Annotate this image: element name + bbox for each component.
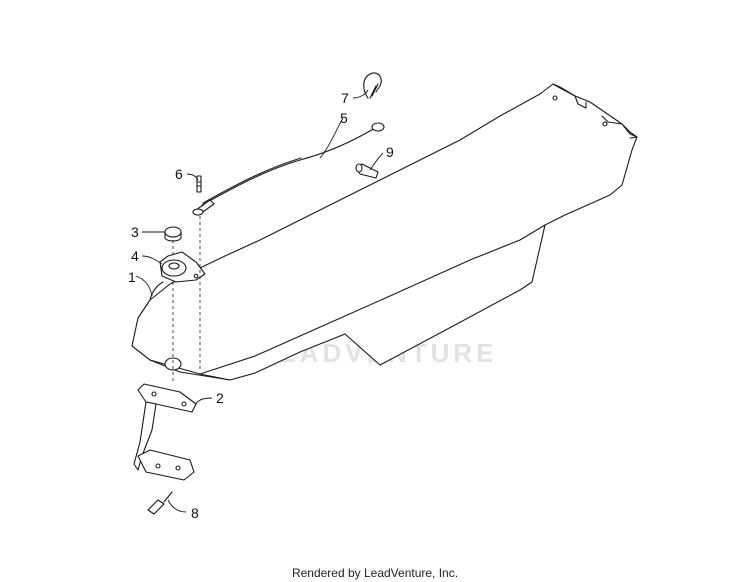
rivet-body [147,499,165,515]
tab-hole-1 [552,95,558,101]
grommet-top [164,226,182,238]
mount-bracket-upright [133,401,157,471]
skid-plate-fold [149,224,546,381]
r-clip-loop [363,72,382,99]
leader-4 [141,255,163,265]
mounting-cup-hole [168,262,180,270]
leader-8 [167,499,187,513]
mount-bracket-foot [137,449,195,481]
leader-5 [319,117,344,159]
skid-plate-tab-2 [601,115,638,139]
skid-plate-tab-1 [552,83,587,109]
rivet [147,491,173,515]
lock-pin [196,175,202,193]
callout-1: 1 [128,269,136,285]
bracket-hole-2 [181,401,187,407]
tab-hole-2 [602,121,608,127]
callout-2: 2 [216,390,224,406]
callout-6: 6 [175,166,183,182]
tether-cable [192,122,385,216]
leader-lines [135,89,384,513]
skid-plate [131,83,638,381]
bracket-hole-1 [151,391,157,397]
lock-pin-grooves [196,181,202,187]
leader-6 [186,173,199,181]
callout-8: 8 [191,505,199,521]
lock-pin-shank [196,175,202,193]
bracket-hole-3 [155,463,161,469]
mounting-cup-rivet [193,273,199,279]
tether-eyelet-lower [192,208,204,216]
callout-5: 5 [340,110,348,126]
rivet-mandrel [163,491,173,503]
footer-credit: Rendered by LeadVenture, Inc. [291,566,459,580]
mount-bracket [133,383,197,481]
tether-eyelet-upper [371,122,385,132]
grommet [164,226,182,242]
bracket-hole-4 [175,465,181,471]
leader-1 [135,275,153,297]
callout-4: 4 [131,248,139,264]
mounting-cup [159,251,206,283]
callout-9: 9 [386,144,394,160]
callout-labels: 1 2 3 4 5 6 7 8 9 [128,90,394,521]
bolt [355,163,379,179]
bolt-head [355,163,363,173]
mounting-cup-boss [161,259,187,277]
tether-wire [201,127,376,206]
skid-plate-mount-hole [164,357,182,371]
leader-2 [195,397,213,405]
r-clip-leg [369,83,379,99]
leader-9 [369,152,384,171]
skid-plate-body [131,83,638,381]
callout-3: 3 [131,224,139,240]
callout-7: 7 [341,90,349,106]
r-clip [363,72,382,99]
alignment-lines [172,210,201,382]
tether-wire-inner [202,157,302,204]
leader-7 [352,89,369,99]
skid-plate-edge [131,281,164,361]
